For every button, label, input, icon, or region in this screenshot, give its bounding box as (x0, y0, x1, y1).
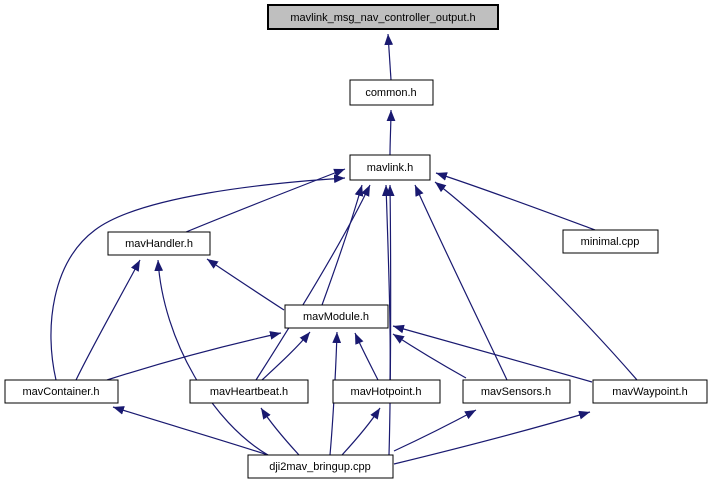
edge-mavhotpoint-to-mavmodule (354, 332, 379, 381)
node-label: minimal.cpp (581, 236, 640, 248)
edge-dji2mav-to-mavhandler (154, 259, 269, 456)
node-label: common.h (365, 87, 416, 99)
node-box (267, 4, 499, 30)
edge-minimal-to-mavlink (435, 172, 596, 231)
node-label: mavlink.h (367, 162, 413, 174)
node-minimal-cpp[interactable]: minimal.cpp (562, 229, 659, 254)
node-label: mavSensors.h (481, 386, 551, 398)
node-box (462, 379, 571, 404)
edge-mavcontainer-to-mavhandler (75, 259, 141, 381)
node-box (349, 154, 431, 181)
node-label: mavHotpoint.h (351, 386, 422, 398)
node-mavwaypoint-h[interactable]: mavWaypoint.h (592, 379, 708, 404)
edge-mavheartbeat-to-mavlink (255, 184, 371, 381)
edge-dji2mav-to-mavcontainer (112, 406, 269, 456)
edge-mavsensors-to-mavlink (414, 184, 508, 381)
node-mavlink-h[interactable]: mavlink.h (349, 154, 431, 181)
node-mavcontainer-h[interactable]: mavContainer.h (4, 379, 119, 404)
node-mavlink-msg-nav-controller-output-h: mavlink_msg_nav_controller_output.h (267, 4, 499, 30)
edge-layer (50, 33, 638, 465)
node-common-h[interactable]: common.h (349, 79, 434, 106)
edge-common-to-root (384, 33, 394, 81)
node-box (332, 379, 441, 404)
edge-mavlink-to-common (386, 109, 396, 156)
node-mavheartbeat-h[interactable]: mavHeartbeat.h (189, 379, 309, 404)
node-box (562, 229, 659, 254)
node-label: mavContainer.h (22, 386, 99, 398)
edge-mavhandler-to-mavlink (185, 168, 346, 233)
edge-dji2mav-to-mavhotpoint (341, 407, 381, 456)
node-box (349, 79, 434, 106)
node-label: mavWaypoint.h (612, 386, 687, 398)
edge-mavmodule-to-mavlink (321, 184, 364, 306)
node-mavhandler-h[interactable]: mavHandler.h (107, 231, 211, 256)
node-box (284, 304, 389, 329)
edge-mavsensors-to-mavmodule (392, 333, 467, 379)
node-label: mavHandler.h (125, 238, 193, 250)
edge-mavcontainer-to-mavmodule (106, 331, 282, 381)
node-box (4, 379, 119, 404)
node-label: mavlink_msg_nav_controller_output.h (290, 12, 475, 24)
node-dji2mav-bringup-cpp[interactable]: dji2mav_bringup.cpp (247, 454, 394, 479)
node-box (107, 231, 211, 256)
edge-mavheartbeat-to-mavmodule (261, 331, 311, 381)
node-mavmodule-h[interactable]: mavModule.h (284, 304, 389, 329)
node-layer: mavlink_msg_nav_controller_output.h comm… (4, 4, 708, 479)
edge-mavcontainer-to-mavlink (50, 174, 346, 381)
node-mavhotpoint-h[interactable]: mavHotpoint.h (332, 379, 441, 404)
edge-dji2mav-to-mavwaypoint (393, 410, 591, 465)
edge-dji2mav-to-mavlink (385, 184, 395, 456)
edge-mavwaypoint-to-mavlink (434, 181, 638, 381)
edge-mavwaypoint-to-mavmodule (392, 324, 593, 383)
node-box (189, 379, 309, 404)
node-label: mavHeartbeat.h (210, 386, 288, 398)
node-box (247, 454, 394, 479)
edge-dji2mav-to-mavheartbeat (260, 407, 300, 456)
edge-mavhotpoint-to-mavlink (381, 184, 391, 381)
edge-dji2mav-to-mavsensors (393, 409, 477, 452)
node-label: dji2mav_bringup.cpp (269, 461, 371, 473)
node-box (592, 379, 708, 404)
node-label: mavModule.h (303, 311, 369, 323)
node-mavsensors-h[interactable]: mavSensors.h (462, 379, 571, 404)
edge-mavmodule-to-mavhandler (206, 258, 285, 311)
